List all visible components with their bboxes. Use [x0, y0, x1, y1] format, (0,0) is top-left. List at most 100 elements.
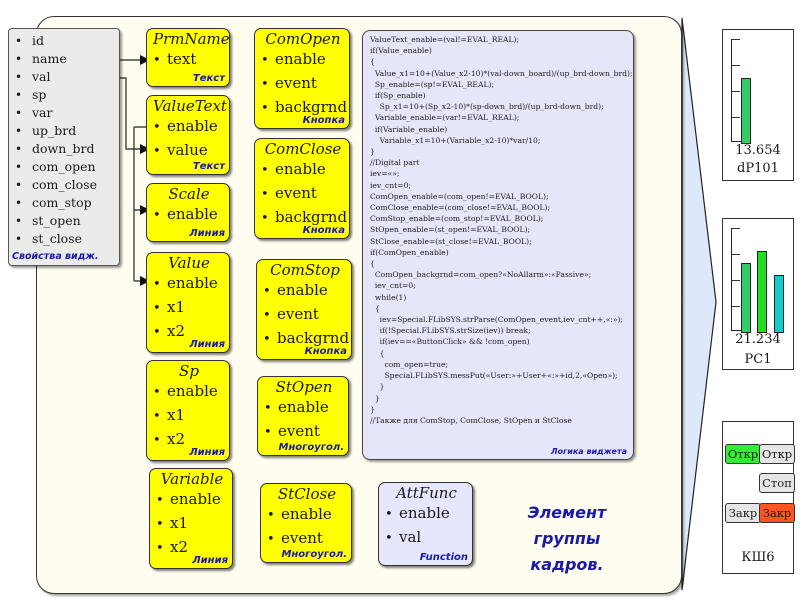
element-comopen: ComOpen enable event backgrnd Кнопка	[254, 28, 350, 129]
label-line-2: группы кадров.	[530, 529, 604, 574]
stop-button[interactable]: Стоп	[759, 473, 795, 493]
code-line: if(Variable_enable)	[370, 124, 448, 134]
code-line: ComOpen_enable=(com_open!=EVAL_BOOL);	[370, 191, 549, 201]
scale-tick	[732, 91, 740, 92]
properties-caption: Свойства видж.	[12, 251, 99, 262]
property-item: st_open	[15, 212, 119, 230]
variable-bar	[774, 275, 784, 333]
element-type: Текст	[192, 161, 225, 172]
element-valuetext: ValueText enable value Текст	[146, 95, 230, 175]
code-line: }	[370, 147, 375, 157]
code-line: if(!Special.FLibSYS.strSize(iev)) break;	[370, 326, 531, 336]
code-line: if(Sp_enable)	[370, 91, 426, 101]
widget-dp101[interactable]: 13.654 dP101	[722, 29, 794, 181]
element-attr: x1	[156, 512, 228, 536]
property-item: val	[15, 68, 119, 86]
code-line: Sp_enable=(sp!=EVAL_REAL);	[370, 79, 495, 89]
element-title: StOpen	[275, 378, 333, 396]
element-attr: enable	[261, 48, 345, 72]
code-line: Variable_enable=(var!=EVAL_REAL);	[370, 113, 520, 123]
code-line: if(Value_enable)	[370, 46, 432, 56]
element-title: PrmName	[153, 30, 230, 48]
element-title: Value	[168, 254, 210, 272]
property-item: sp	[15, 86, 119, 104]
property-item: com_stop	[15, 194, 119, 212]
element-attr: x1	[153, 404, 225, 428]
element-type: Линия	[189, 339, 225, 350]
element-attr: event	[267, 527, 347, 551]
element-title: ComClose	[264, 140, 342, 158]
widget-ksh6[interactable]: Откр Откр Стоп Закр Закр КШ6	[722, 421, 795, 574]
element-attfunc: AttFunc enable val Function	[378, 482, 473, 566]
element-prmname: PrmName text Текст	[146, 28, 230, 87]
element-attr: enable	[264, 396, 344, 420]
element-attr: text	[153, 48, 225, 72]
widget-properties-panel: id name val sp var up_brd down_brd com_o…	[8, 28, 120, 266]
widget-name: КШ6	[741, 550, 775, 565]
code-line: ValueText_enable=(val!=EVAL_REAL);	[370, 35, 520, 44]
open-state-indicator: Откр	[725, 444, 761, 464]
code-line: }	[370, 393, 380, 403]
element-attr: x2	[156, 536, 228, 560]
element-scale: Scale enable Линия	[146, 183, 230, 242]
element-attr: val	[385, 526, 468, 550]
code-line: Variable_x1=10+(Variable_x2-10)*var/10;	[370, 135, 541, 145]
element-attr: enable	[153, 380, 225, 404]
property-item: var	[15, 104, 119, 122]
property-item: id	[15, 32, 119, 50]
element-title: ComOpen	[265, 30, 341, 48]
element-stopen: StOpen enable event Многоугол.	[257, 376, 349, 456]
element-type: Линия	[192, 555, 228, 566]
scale-tick	[732, 65, 740, 66]
element-attr: x2	[153, 320, 225, 344]
scale-baseline	[732, 330, 742, 331]
scale-tick	[732, 254, 740, 255]
element-attr: enable	[153, 272, 225, 296]
element-attr: backgrnd	[261, 206, 347, 230]
close-button[interactable]: Закр	[725, 503, 761, 523]
scale-tick	[732, 280, 740, 281]
code-line: iev=Special.FLibSYS.strParse(ComOpen_eve…	[370, 315, 624, 325]
code-line: {	[370, 259, 375, 269]
property-item: com_close	[15, 176, 119, 194]
element-attr: enable	[156, 488, 228, 512]
code-line: //Digital part	[370, 158, 420, 168]
widget-pc1[interactable]: 21.234 PC1	[722, 218, 794, 370]
code-line: if(iev==«ButtonClick» && !com_open)	[370, 337, 530, 347]
code-line: iev_cnt=0;	[370, 180, 411, 190]
element-sp: Sp enable x1 x2 Линия	[146, 360, 230, 461]
property-item: st_close	[15, 230, 119, 248]
element-attr: backgrnd	[261, 96, 347, 120]
code-line: Sp_x1=10+(Sp_x2-10)*(sp-down_brd)/(up_br…	[370, 102, 604, 112]
element-attr: enable	[385, 502, 468, 526]
scale-tick	[732, 39, 740, 40]
code-line: ComClose_enable=(com_close!=EVAL_BOOL);	[370, 203, 551, 213]
code-line: if(ComOpen_enable)	[370, 247, 449, 257]
scale-tick	[732, 306, 740, 307]
property-item: name	[15, 50, 119, 68]
widget-logic-code: ValueText_enable=(val!=EVAL_REAL); if(Val…	[362, 30, 634, 460]
element-title: ValueText	[153, 97, 227, 115]
code-line: com_open=true;	[370, 359, 449, 369]
element-title: Sp	[179, 362, 199, 380]
element-comclose: ComClose enable event backgrnd Кнопка	[254, 138, 350, 239]
code-line: while(1)	[370, 292, 407, 302]
code-line: {	[370, 57, 375, 67]
element-attr: x1	[153, 296, 225, 320]
scale-baseline	[732, 141, 742, 142]
element-type: Кнопка	[302, 115, 345, 126]
element-attr: enable	[267, 503, 347, 527]
element-attr: x2	[153, 428, 225, 452]
widget-name: PC1	[744, 352, 772, 367]
element-title: Scale	[168, 185, 210, 203]
code-line: iev=«»;	[370, 169, 400, 179]
code-line: {	[370, 348, 385, 358]
element-attr: enable	[153, 203, 225, 227]
code-line: ComOpen_backgrnd=com_open?«NoAllarm»:«Pa…	[370, 270, 592, 280]
element-attr: enable	[263, 279, 347, 303]
element-type: Многоугол.	[278, 442, 344, 453]
open-button[interactable]: Откр	[759, 444, 795, 464]
element-attr: event	[264, 420, 344, 444]
property-item: com_open	[15, 158, 119, 176]
element-title: StClose	[277, 485, 337, 503]
